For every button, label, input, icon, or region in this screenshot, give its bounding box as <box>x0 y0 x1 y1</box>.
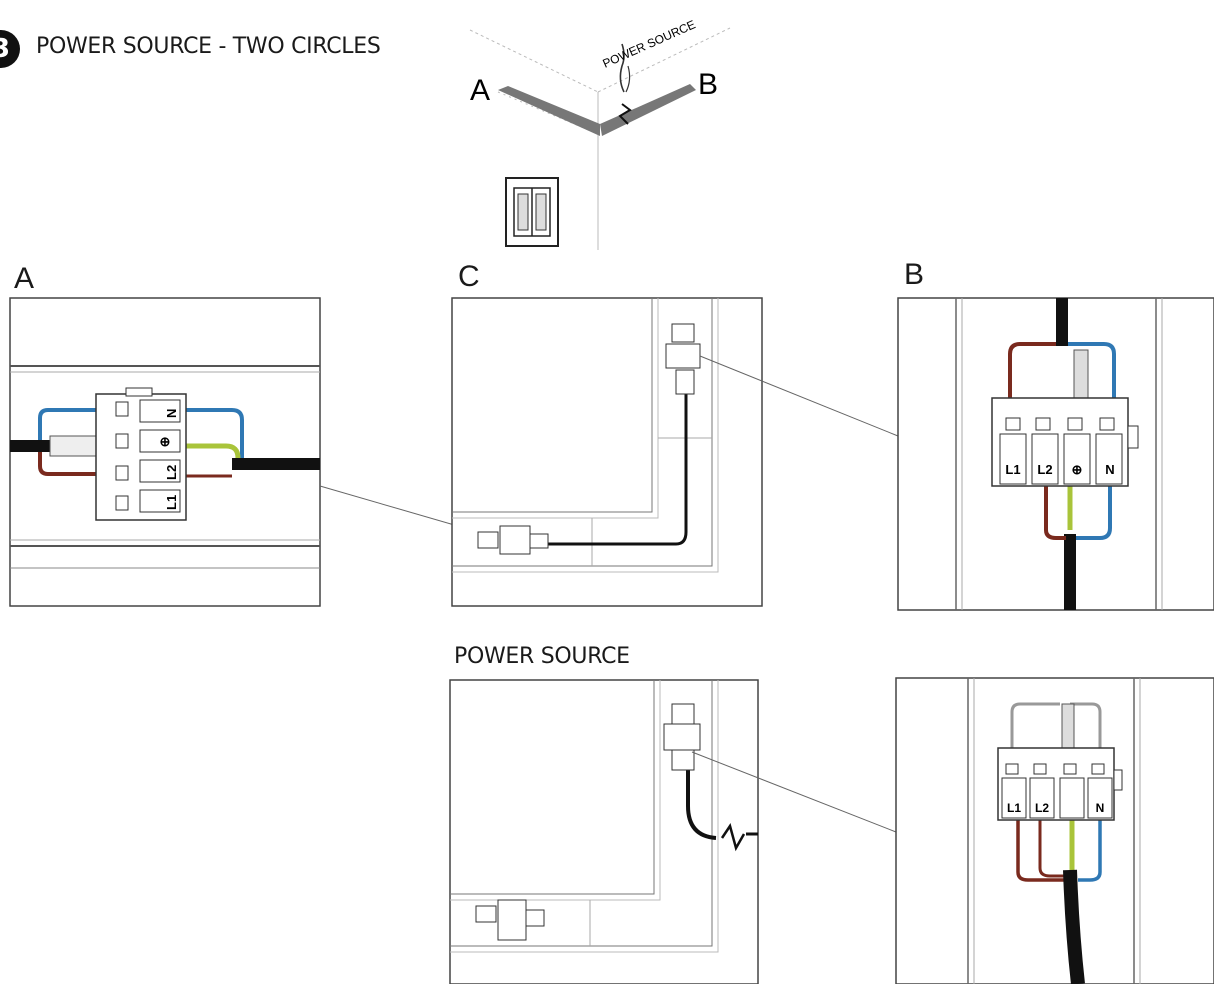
overview-label-b: B <box>698 68 718 101</box>
overview-label-a: A <box>470 74 490 107</box>
source-terminal-n: N <box>1096 801 1105 815</box>
wall-switch-icon <box>505 177 559 247</box>
panel-b-terminal-l2: L2 <box>1037 462 1052 477</box>
source-detail-panel: L1 L2 N <box>895 677 1214 984</box>
panel-a-terminal-n: N <box>164 409 179 418</box>
panel-b: L1 L2 ⊕ N <box>897 297 1214 611</box>
panel-a-terminal-l1: L1 <box>164 495 179 510</box>
panel-a-label: A <box>14 262 35 295</box>
panel-a-terminal-l2: L2 <box>164 465 179 480</box>
source-terminal-l2: L2 <box>1035 801 1049 815</box>
step-number-badge: 3 <box>0 30 20 68</box>
panel-c-label: C <box>458 260 480 293</box>
panel-a: N ⊕ L2 L1 <box>9 297 321 607</box>
panel-b-terminal-n: N <box>1105 462 1114 477</box>
panel-c <box>451 297 763 607</box>
step-title: POWER SOURCE - TWO CIRCLES <box>36 34 381 59</box>
source-terminal-l1: L1 <box>1007 801 1021 815</box>
panel-b-terminal-l1: L1 <box>1005 462 1020 477</box>
panel-a-terminal-earth: ⊕ <box>160 434 171 449</box>
panel-b-label: B <box>904 258 925 291</box>
overview-power-source-label: POWER SOURCE <box>601 17 698 70</box>
panel-b-terminal-earth: ⊕ <box>1072 462 1083 477</box>
power-source-panel <box>449 679 759 984</box>
overview-room-sketch: A B POWER SOURCE <box>469 17 731 250</box>
power-source-section-label: POWER SOURCE <box>454 644 630 669</box>
